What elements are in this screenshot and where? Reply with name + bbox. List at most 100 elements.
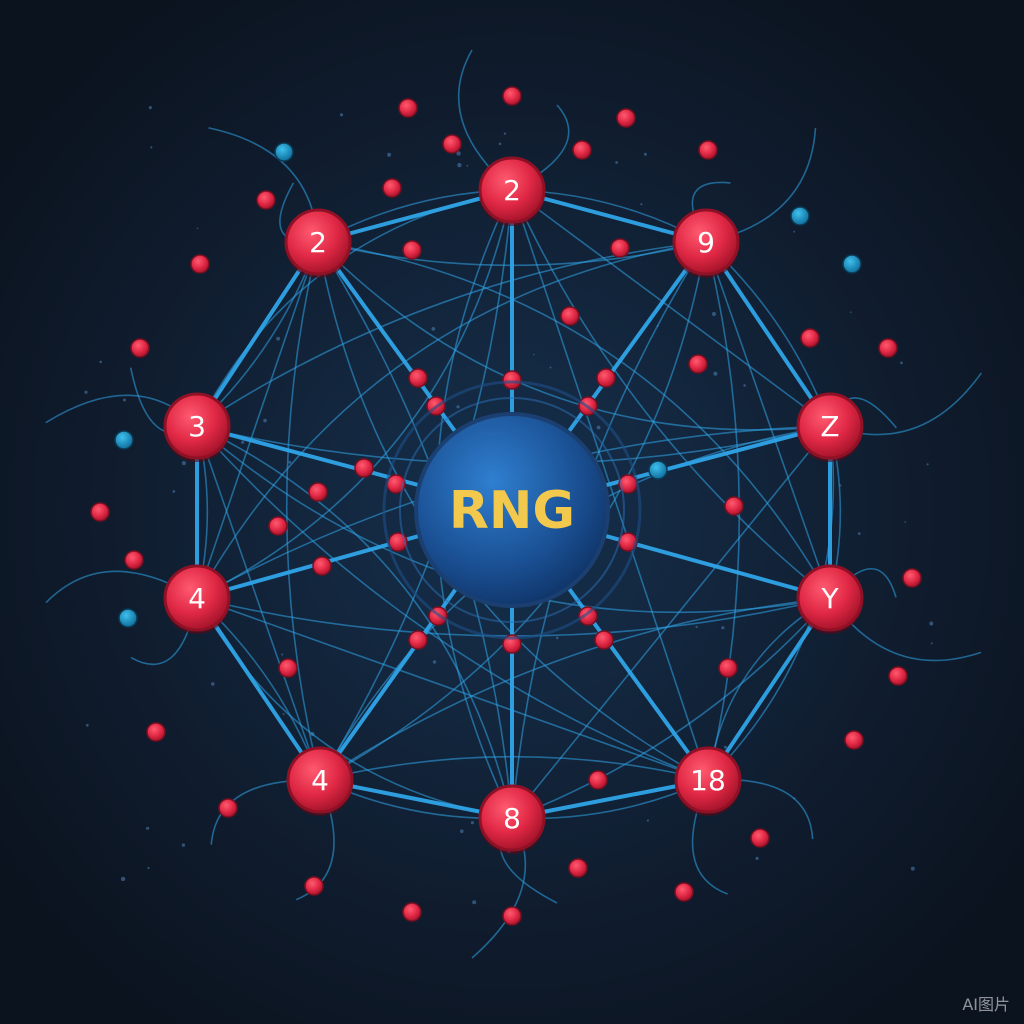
star-speck	[148, 106, 152, 110]
link-line	[196, 241, 707, 427]
star-speck	[339, 113, 344, 117]
star-speck	[146, 826, 150, 830]
star-speck	[432, 660, 437, 664]
small-red-dot	[800, 328, 820, 348]
star-speck	[211, 682, 215, 686]
numbered-node-circle	[672, 208, 740, 276]
star-speck	[930, 642, 933, 645]
star-speck	[150, 146, 153, 149]
small-red-dot	[382, 178, 402, 198]
small-red-dot	[844, 730, 864, 750]
star-speck	[123, 398, 126, 402]
small-red-dot	[190, 254, 210, 274]
star-speck	[646, 819, 650, 822]
link-line	[319, 597, 831, 781]
small-red-dot	[724, 496, 744, 516]
numbered-node: 3	[163, 392, 231, 462]
star-speck	[503, 132, 507, 135]
small-red-dot	[502, 906, 522, 926]
small-red-dot	[568, 858, 588, 878]
link-line	[196, 425, 513, 819]
small-red-dot	[256, 190, 276, 210]
star-speck	[713, 371, 718, 376]
numbered-node: 4	[286, 746, 354, 816]
star-speck	[549, 366, 552, 369]
star-speck	[470, 821, 474, 825]
small-red-dot	[594, 630, 614, 650]
small-red-dot	[750, 828, 770, 848]
link-line	[511, 425, 831, 819]
small-red-dot	[124, 550, 144, 570]
star-speck	[793, 230, 796, 233]
star-speck	[456, 151, 461, 156]
star-speck	[460, 829, 464, 833]
star-speck	[181, 843, 186, 847]
star-speck	[640, 203, 643, 206]
star-speck	[695, 625, 698, 629]
link-line	[196, 241, 707, 599]
link-line	[319, 755, 709, 781]
small-red-dot	[888, 666, 908, 686]
star-speck	[910, 866, 915, 871]
small-red-dot	[408, 368, 428, 388]
link-line	[196, 597, 709, 781]
small-red-dot	[218, 798, 238, 818]
star-speck	[615, 161, 618, 164]
link-line	[196, 241, 319, 599]
link-line	[196, 425, 321, 781]
star-speck	[555, 636, 559, 640]
small-red-dot	[560, 306, 580, 326]
star-speck	[857, 532, 861, 535]
star-speck	[282, 713, 285, 716]
numbered-node-label: 4	[188, 582, 206, 615]
star-speck	[181, 461, 186, 466]
small-blue-dot	[114, 430, 134, 450]
numbered-node-circle	[796, 564, 864, 632]
small-red-dot	[398, 98, 418, 118]
star-speck	[472, 900, 477, 905]
star-speck	[900, 361, 903, 365]
numbered-nodes: 2 2 9 3 Z 4 Y 4 8 18	[163, 156, 864, 854]
small-red-dot	[402, 902, 422, 922]
center-node: RNG	[382, 380, 642, 640]
numbered-node: 18	[674, 746, 742, 816]
star-speck	[596, 425, 601, 430]
link-line	[196, 597, 513, 819]
link-line	[704, 240, 832, 428]
star-speck	[99, 360, 102, 364]
small-red-dot	[268, 516, 288, 536]
numbered-node-label: 3	[188, 410, 206, 443]
star-speck	[711, 311, 717, 317]
small-red-dot	[308, 482, 328, 502]
star-speck	[456, 405, 460, 409]
small-red-dot	[312, 556, 332, 576]
numbered-node-label: Y	[820, 582, 839, 615]
numbered-node-label: 4	[311, 764, 329, 797]
numbered-node-circle	[796, 392, 864, 460]
numbered-node: 8	[478, 784, 546, 854]
small-red-dot	[442, 134, 462, 154]
numbered-node-circle	[674, 746, 742, 814]
star-speck	[120, 876, 126, 882]
link-line	[317, 241, 831, 431]
star-speck	[643, 152, 647, 156]
star-speck	[431, 327, 436, 331]
numbered-node: Z	[796, 392, 864, 462]
small-blue-dot	[842, 254, 862, 274]
numbered-node: 2	[284, 208, 352, 278]
star-speck	[172, 490, 176, 493]
star-speck	[84, 390, 88, 394]
star-speck	[147, 866, 150, 870]
star-speck	[498, 142, 502, 146]
center-node-label: RNG	[449, 481, 575, 541]
link-line	[195, 596, 322, 782]
numbered-node-label: 2	[503, 174, 521, 207]
numbered-node-label: 9	[697, 226, 715, 259]
small-red-dot	[304, 876, 324, 896]
numbered-node-circle	[286, 746, 354, 814]
star-speck	[241, 440, 245, 444]
star-speck	[288, 460, 292, 464]
link-line	[511, 189, 831, 599]
star-speck	[743, 384, 746, 387]
small-red-dot	[610, 238, 630, 258]
